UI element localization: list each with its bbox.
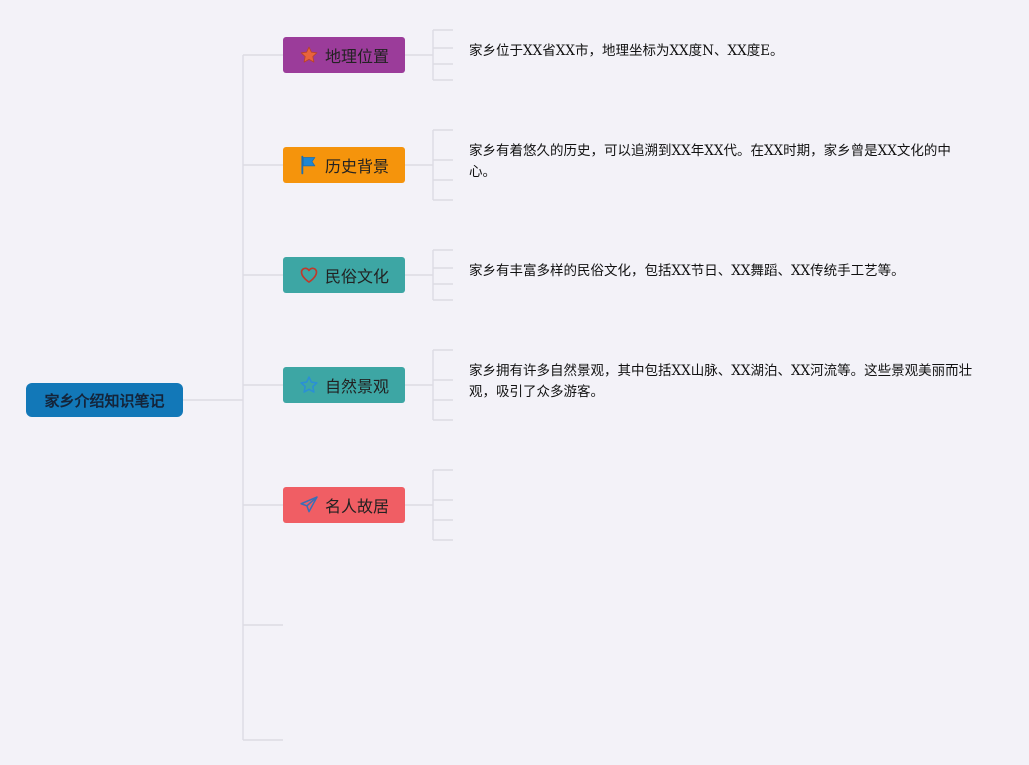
star-filled-icon: [299, 45, 319, 65]
branch-label: 历史背景: [324, 157, 389, 176]
note-geography: 家乡位于XX省XX市，地理坐标为XX度N、XX度E。: [469, 43, 784, 59]
branch-natural-scenery[interactable]: 自然景观: [283, 367, 405, 403]
branch-geography[interactable]: 地理位置: [283, 37, 405, 73]
flag-icon: [299, 155, 319, 175]
note-natural-scenery: 家乡拥有许多自然景观，其中包括XX山脉、XX湖泊、XX河流等。这些景观美丽而壮观…: [469, 363, 973, 400]
branch-label: 地理位置: [324, 47, 389, 66]
branch-label: 名人故居: [324, 497, 389, 516]
paper-plane-icon: [299, 495, 319, 515]
note-folk-culture: 家乡有丰富多样的民俗文化，包括XX节日、XX舞蹈、XX传统手工艺等。: [469, 263, 905, 279]
branch-label: 民俗文化: [324, 267, 389, 286]
root-node[interactable]: 家乡介绍知识笔记: [26, 383, 183, 417]
root-label: 家乡介绍知识笔记: [44, 391, 165, 410]
heart-outline-icon: [299, 265, 319, 285]
branch-former-residences[interactable]: 名人故居: [283, 487, 405, 523]
branch-label: 自然景观: [324, 377, 389, 396]
branch-folk-culture[interactable]: 民俗文化: [283, 257, 405, 293]
star-outline-icon: [299, 375, 319, 395]
note-history: 家乡有着悠久的历史，可以追溯到XX年XX代。在XX时期，家乡曾是XX文化的中心。: [469, 143, 951, 180]
branch-history[interactable]: 历史背景: [283, 147, 405, 183]
